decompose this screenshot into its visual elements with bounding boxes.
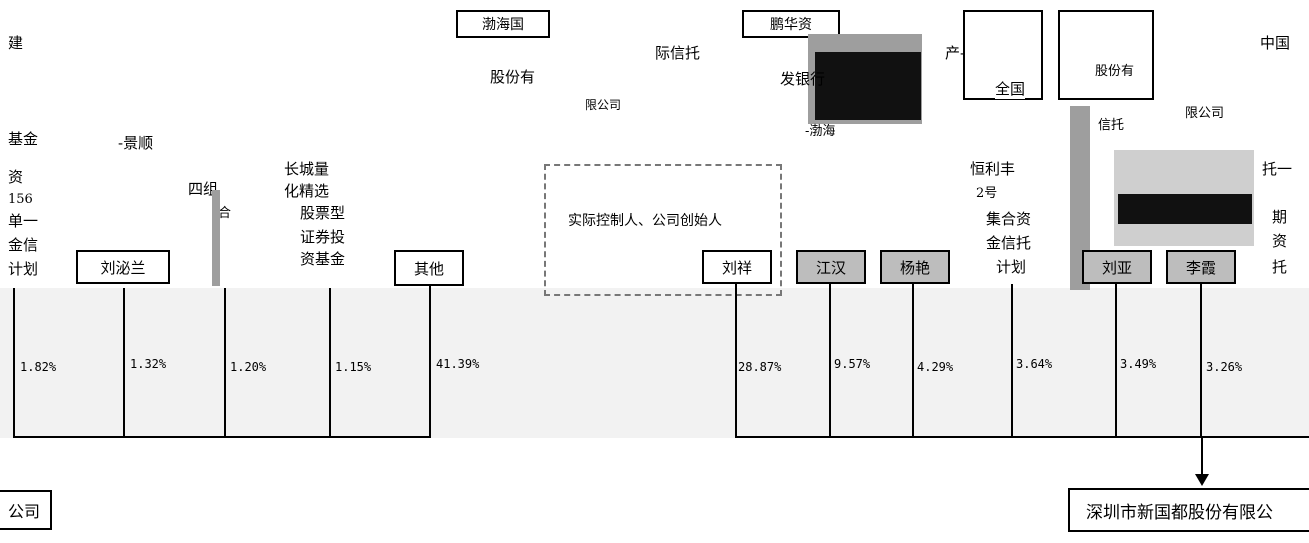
shareholder-label: -景顺 (118, 134, 154, 152)
ownership-pct: 9.57% (834, 357, 871, 371)
ownership-line (13, 288, 15, 438)
ownership-pct: 1.82% (20, 360, 57, 374)
redaction-block (1118, 194, 1252, 224)
shareholder-label: 156 (8, 192, 33, 207)
ownership-pct: 28.87% (738, 360, 782, 374)
company-box-xinguodu: 深圳市新国都股份有限公 (1068, 488, 1309, 532)
institution-text: 限公司 (585, 98, 622, 112)
ownership-pct: 1.20% (230, 360, 267, 374)
shareholder-box-other: 其他 (394, 250, 464, 286)
ownership-connector (735, 436, 1309, 438)
ownership-line (912, 284, 914, 438)
shareholder-label: 合 (218, 206, 232, 221)
shareholder-label: 证券投 (300, 228, 346, 246)
ownership-line (1011, 284, 1013, 438)
trust-label: 计划 (996, 258, 1027, 276)
arrow-line (1201, 438, 1203, 478)
person-box-liuxiang: 刘祥 (702, 250, 772, 284)
ownership-line (329, 288, 331, 438)
ownership-line (1115, 284, 1117, 438)
shareholder-label: 长城量 (284, 160, 330, 178)
shareholder-label: 股票型 (300, 204, 346, 222)
actual-controller-group (544, 164, 782, 296)
person-label: 李霞 (1185, 258, 1216, 277)
shareholder-label: 期 (1272, 208, 1288, 226)
shareholder-label: 其他 (413, 259, 444, 278)
institution-box-bohai: 渤海国 (456, 10, 550, 38)
institution-label: 鹏华资 (770, 17, 812, 33)
shareholder-label: 资 (1272, 232, 1288, 250)
person-label: 刘亚 (1101, 258, 1132, 277)
shareholder-label: 托一 (1262, 160, 1293, 178)
ownership-line (735, 284, 737, 438)
person-label: 刘泌兰 (100, 258, 146, 277)
actual-controller-label: 实际控制人、公司创始人 (568, 213, 722, 229)
institution-text: -渤海 (805, 124, 836, 139)
person-label: 杨艳 (899, 258, 930, 277)
redaction-block (815, 52, 921, 120)
person-box-yangyan: 杨艳 (880, 250, 950, 284)
shareholder-label: 资 (8, 168, 24, 186)
ownership-line (1200, 284, 1202, 438)
institution-text: 际信托 (655, 44, 701, 62)
ownership-line (123, 288, 125, 438)
person-box-lixia: 李霞 (1166, 250, 1236, 284)
ownership-pct: 3.64% (1016, 357, 1053, 371)
redaction-block (212, 190, 220, 286)
shareholder-label: 基金 (8, 130, 39, 148)
trust-label: 金信托 (986, 234, 1032, 252)
person-label: 刘祥 (721, 258, 752, 277)
shareholder-label: 建 (8, 34, 24, 52)
person-box-jianghan: 江汉 (796, 250, 866, 284)
arrow-down-icon (1195, 474, 1209, 486)
ownership-pct: 1.15% (335, 360, 372, 374)
institution-text: 发银行 (780, 70, 826, 88)
ownership-line (829, 284, 831, 438)
person-label: 江汉 (815, 258, 846, 277)
institution-box-penghua: 鹏华资 (742, 10, 840, 38)
shareholder-label: 托 (1272, 258, 1288, 276)
person-box-liubilan: 刘泌兰 (76, 250, 170, 284)
shareholder-label: 计划 (8, 260, 39, 278)
ownership-band (0, 288, 1309, 438)
trust-label: 2号 (976, 186, 998, 201)
shareholder-label: 化精选 (284, 182, 330, 200)
ownership-pct: 1.32% (130, 357, 167, 371)
company-label: 公司 (7, 502, 40, 521)
ownership-line (224, 288, 226, 438)
ownership-pct: 4.29% (917, 360, 954, 374)
institution-text: 股份有 (1095, 64, 1135, 79)
trust-label: 集合资 (986, 210, 1032, 228)
trust-label: 恒利丰 (970, 160, 1016, 178)
institution-text: 股份有 (490, 68, 536, 86)
institution-box-trust (1058, 10, 1154, 100)
ownership-pct: 41.39% (436, 357, 480, 371)
ownership-pct: 3.26% (1206, 360, 1243, 374)
shareholder-label: 金信 (8, 236, 39, 254)
institution-text: 限公司 (1185, 106, 1225, 121)
institution-text: 中国 (1260, 34, 1291, 52)
institution-label: 渤海国 (482, 17, 524, 33)
ownership-line (429, 286, 431, 438)
shareholder-label: 资基金 (300, 250, 346, 268)
institution-text: 全国 (995, 80, 1026, 99)
ownership-connector (13, 436, 431, 438)
shareholder-label: 单一 (8, 212, 39, 230)
shareholder-label: 四组 (188, 180, 219, 198)
institution-text: 信托 (1098, 118, 1125, 133)
ownership-pct: 3.49% (1120, 357, 1157, 371)
person-box-liuya: 刘亚 (1082, 250, 1152, 284)
company-box-left: 公司 (0, 490, 52, 530)
company-label: 深圳市新国都股份有限公 (1086, 502, 1273, 523)
redaction-block (1070, 106, 1090, 290)
